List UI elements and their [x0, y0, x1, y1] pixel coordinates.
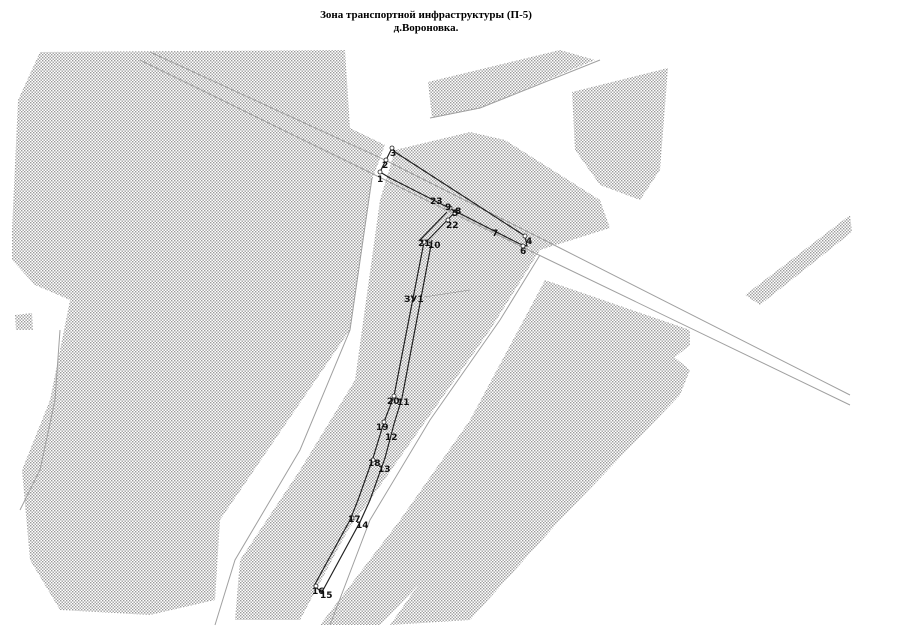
zone-label-leader [423, 289, 471, 298]
vertex-marker[interactable] [452, 210, 458, 216]
vertex-marker[interactable] [391, 393, 397, 399]
road-branch-ne [429, 59, 601, 119]
point-label: 22 [446, 221, 459, 231]
map-title: Зона транспортной инфраструктуры (П-5) д… [0, 9, 852, 35]
point-label: 16 [312, 587, 325, 597]
point-label: 23 [430, 197, 443, 207]
vertex-marker[interactable] [389, 145, 395, 151]
main-road-north-edge [149, 51, 851, 396]
point-labels: 1 2 3 4 5 6 7 8 9 10 11 12 13 14 15 16 1… [312, 149, 532, 601]
point-label: 1 [377, 175, 383, 185]
parcel-outline-west [19, 329, 61, 511]
parcel-ne-block [428, 50, 595, 118]
vertex-marker[interactable] [383, 157, 389, 163]
corridor-east-edge [321, 239, 433, 593]
vertex-marker[interactable] [313, 583, 319, 589]
point-label: 3 [390, 149, 396, 159]
road-east-edge [329, 254, 541, 626]
point-label: 13 [378, 465, 391, 475]
hatched-parcels [12, 50, 852, 625]
point-label: 19 [376, 423, 389, 433]
road-west-edge [214, 177, 373, 626]
vertex-markers[interactable] [313, 145, 528, 589]
point-label: 15 [320, 591, 333, 601]
parcel-far-right [745, 215, 852, 305]
point-label: 4 [526, 237, 532, 247]
vertex-marker[interactable] [377, 169, 383, 175]
point-label: 18 [368, 459, 381, 469]
zone-label: ЗУ1 [404, 295, 424, 305]
vertex-marker[interactable] [349, 515, 355, 521]
main-road-south-edge [139, 59, 851, 406]
parcel-south-east [390, 340, 690, 625]
vertex-marker[interactable] [421, 239, 427, 245]
map-title-line1: Зона транспортной инфраструктуры (П-5) [320, 9, 532, 21]
point-label: 8 [455, 207, 461, 217]
point-label: 11 [397, 398, 410, 408]
point-label: 17 [348, 515, 361, 525]
parcel-top-strip [190, 52, 330, 95]
point-label: 9 [445, 203, 451, 213]
parcel-small-west [15, 313, 33, 330]
point-label: 7 [492, 229, 498, 239]
vertex-marker[interactable] [520, 243, 526, 249]
parcel-nw [12, 50, 385, 615]
point-label: 21 [418, 239, 431, 249]
point-label: 20 [387, 397, 400, 407]
parcel-ne-right [572, 68, 668, 200]
point-label: 6 [520, 247, 526, 257]
point-label: 14 [356, 521, 369, 531]
vertex-marker[interactable] [381, 419, 387, 425]
vertex-marker[interactable] [447, 205, 453, 211]
point-label: 5 [452, 209, 458, 219]
point-label: 10 [428, 241, 441, 251]
point-label: 2 [382, 161, 388, 171]
vertex-marker[interactable] [522, 233, 528, 239]
map-title-line2: д.Вороновка. [393, 22, 459, 34]
road-lines [19, 51, 851, 626]
vertex-marker[interactable] [370, 457, 376, 463]
vertex-marker[interactable] [445, 217, 451, 223]
parcel-center [235, 132, 610, 620]
point-label: 12 [385, 433, 398, 443]
